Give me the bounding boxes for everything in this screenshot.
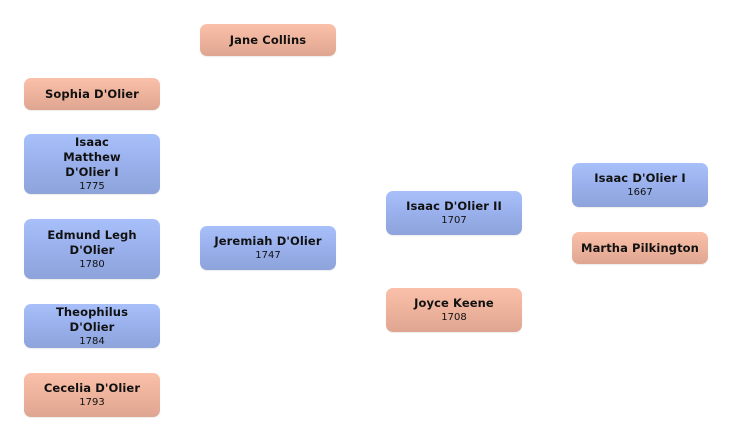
person-card-isaac-dolier-i[interactable]: Isaac D'Olier I 1667 [572,163,708,207]
person-birth-year: 1708 [441,312,467,323]
person-name: Edmund Legh D'Olier [47,227,137,257]
person-name: Martha Pilkington [581,240,699,255]
person-birth-year: 1775 [79,181,105,192]
person-name: Cecelia D'Olier [43,381,141,395]
person-birth-year: 1747 [255,250,281,261]
person-birth-year: 1780 [79,258,105,270]
person-card-joyce-keene[interactable]: Joyce Keene 1708 [386,288,522,332]
person-birth-year: 1784 [79,335,105,347]
person-card-jeremiah-dolier[interactable]: Jeremiah D'Olier 1747 [200,226,336,270]
person-card-theophilus-dolier[interactable]: Theophilus D'Olier 1784 [24,304,160,348]
person-birth-year: 1707 [441,215,467,226]
person-card-edmund-legh-dolier[interactable]: Edmund Legh D'Olier 1780 [24,219,160,279]
person-card-cecelia-dolier[interactable]: Cecelia D'Olier 1793 [24,373,160,417]
person-name: Joyce Keene [414,296,494,310]
person-birth-year: 1793 [79,397,105,408]
person-name: Isaac D'Olier II [406,199,502,213]
person-card-martha-pilkington[interactable]: Martha Pilkington [572,232,708,264]
person-name: Sophia D'Olier [45,86,139,101]
person-card-isaac-matthew-dolier-i[interactable]: Isaac Matthew D'Olier I 1775 [24,134,160,194]
person-name: Jane Collins [229,32,307,47]
person-name: Jeremiah D'Olier [214,234,322,248]
person-card-isaac-dolier-ii[interactable]: Isaac D'Olier II 1707 [386,191,522,235]
person-name: Isaac Matthew D'Olier I [63,135,121,179]
person-name: Theophilus D'Olier [55,304,129,334]
person-card-jane-collins[interactable]: Jane Collins [200,24,336,56]
person-birth-year: 1667 [627,187,653,198]
person-card-sophia-dolier[interactable]: Sophia D'Olier [24,78,160,110]
person-name: Isaac D'Olier I [594,171,686,185]
